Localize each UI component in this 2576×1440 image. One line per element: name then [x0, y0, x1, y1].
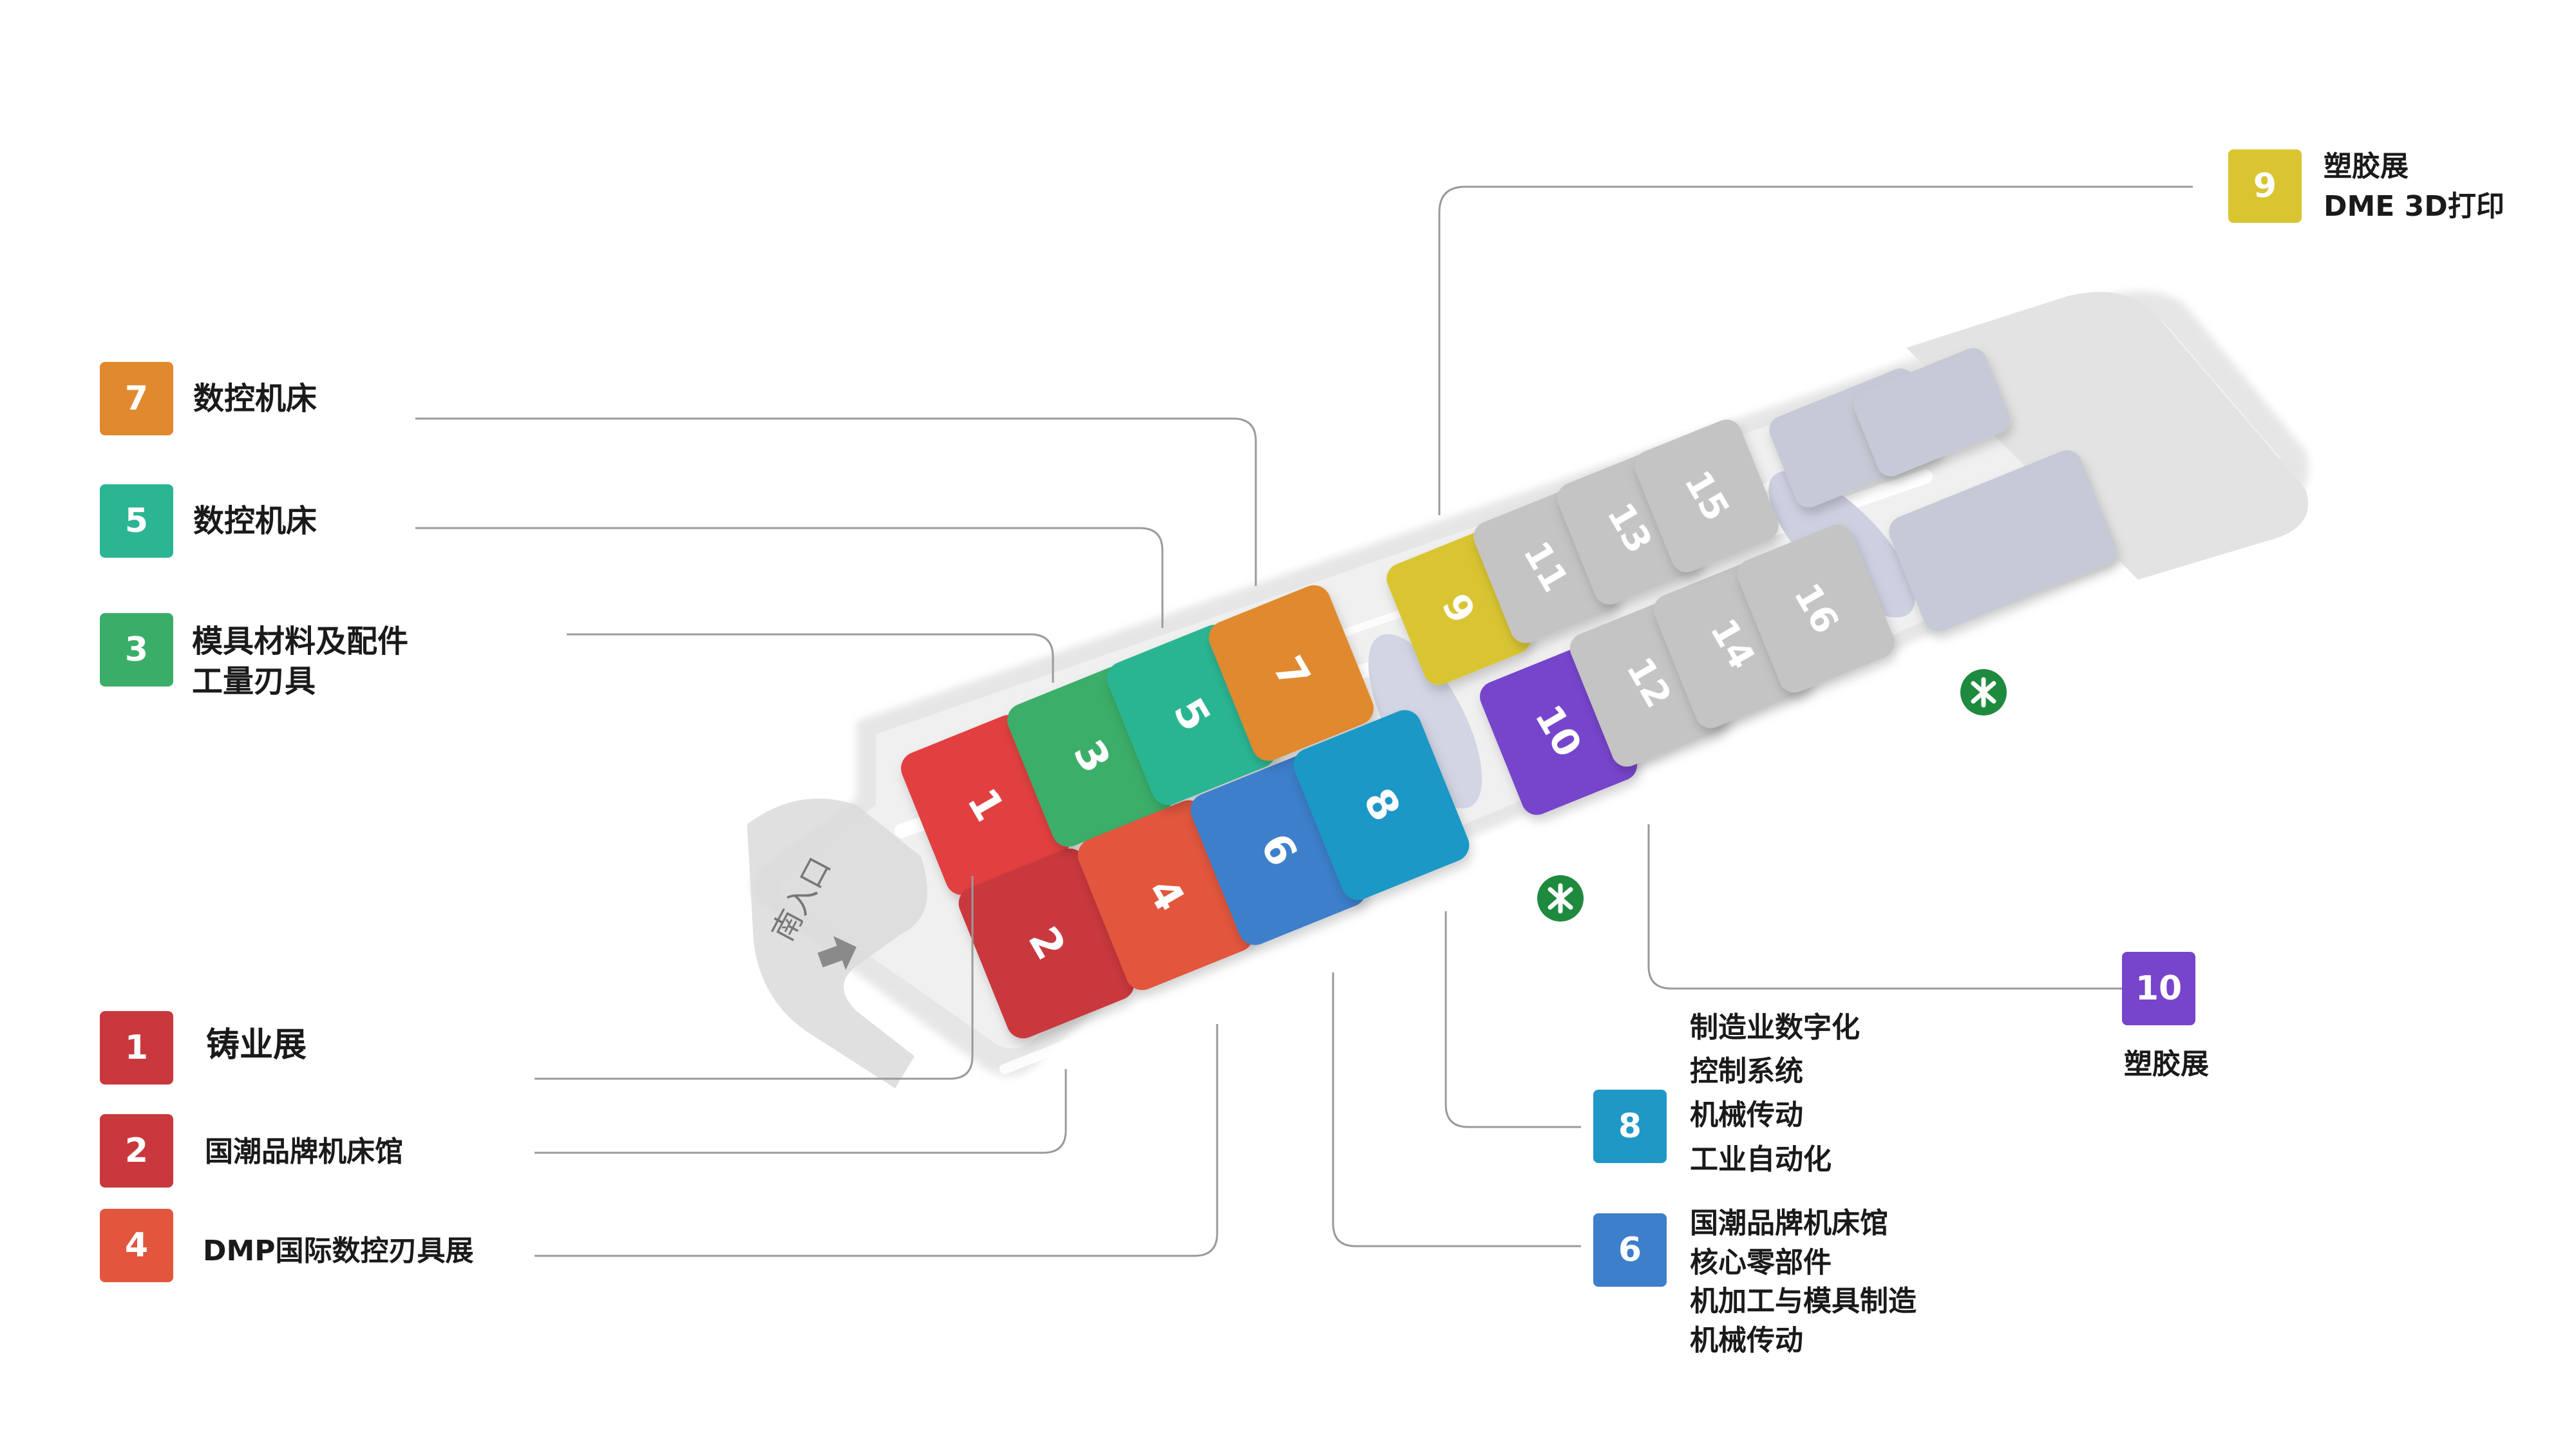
legend-label-3-line-2: 工量刃具 — [192, 663, 316, 700]
legend-badge-3: 3 — [100, 613, 173, 687]
metro-icons — [1537, 669, 2007, 922]
leader-line-8 — [1444, 911, 1581, 1128]
legend-badge-4: 4 — [100, 1209, 173, 1282]
legend-label-3: 模具材料及配件 工量刃具 — [192, 621, 408, 702]
legend-badge-5: 5 — [100, 484, 173, 558]
legend-label-8: 制造业数字化 控制系统 机械传动 工业自动化 — [1690, 1006, 1860, 1182]
leader-line-3 — [567, 633, 1054, 683]
legend-label-8-line-2: 控制系统 — [1690, 1055, 1803, 1088]
legend-label-4-line: DMP国际数控刃具展 — [203, 1235, 474, 1267]
legend-label-5: 数控机床 — [193, 501, 317, 541]
legend-label-8-line-1: 制造业数字化 — [1690, 1011, 1860, 1044]
hall-15-block — [1634, 419, 1779, 573]
legend-label-9: 塑胶展 DME 3D打印 — [2324, 147, 2505, 226]
entrance-arrow-icon — [817, 936, 857, 971]
gray-block-c — [1889, 450, 2117, 632]
legend-label-6-line-1: 国潮品牌机床馆 — [1690, 1207, 1888, 1240]
metro-icon — [1537, 875, 1584, 922]
legend-label-1-line: 铸业展 — [206, 1026, 307, 1065]
leader-line-4 — [535, 1024, 1218, 1257]
hall-7-block — [1209, 585, 1374, 761]
legend-label-7: 数控机床 — [193, 379, 317, 419]
legend-label-7-line: 数控机床 — [193, 381, 317, 417]
legend-label-5-line: 数控机床 — [193, 503, 317, 539]
leader-line-9 — [1438, 185, 2193, 515]
legend-label-4: DMP国际数控刃具展 — [203, 1231, 474, 1271]
leader-line-5 — [415, 527, 1164, 628]
leader-line-10 — [1647, 824, 2125, 990]
legend-label-10: 塑胶展 — [2124, 1045, 2209, 1085]
legend-label-8-line-3: 机械传动 — [1690, 1099, 1803, 1132]
legend-label-6-line-3: 机加工与模具制造 — [1690, 1285, 1917, 1318]
leader-line-6 — [1332, 972, 1581, 1247]
metro-icon — [1960, 669, 2007, 715]
legend-badge-7: 7 — [100, 362, 173, 435]
halls: 1 2 3 4 5 6 7 — [901, 419, 1895, 1039]
legend-label-2-line: 国潮品牌机床馆 — [205, 1135, 403, 1168]
leader-line-2 — [535, 1069, 1067, 1154]
legend-label-2: 国潮品牌机床馆 — [205, 1132, 403, 1172]
legend-label-6: 国潮品牌机床馆 核心零部件 机加工与模具制造 机械传动 — [1690, 1204, 1917, 1361]
leader-line-7 — [415, 417, 1257, 586]
gray-block-b — [1853, 348, 2011, 477]
legend-label-10-line: 塑胶展 — [2124, 1048, 2209, 1081]
leader-line-1 — [535, 876, 974, 1080]
legend-label-8-line-4: 工业自动化 — [1690, 1142, 1832, 1176]
legend-label-6-line-2: 核心零部件 — [1690, 1246, 1832, 1279]
hall-16-block — [1737, 524, 1895, 693]
hall-2-block — [958, 848, 1135, 1039]
legend-label-9-line-2: DME 3D打印 — [2324, 189, 2505, 223]
legend-badge-1: 1 — [100, 1011, 173, 1085]
legend-badge-6: 6 — [1593, 1213, 1667, 1287]
gray-blocks — [1769, 348, 2117, 632]
legend-badge-10: 10 — [2122, 952, 2195, 1025]
legend-badge-8: 8 — [1593, 1090, 1667, 1163]
legend-label-3-line-1: 模具材料及配件 — [192, 623, 409, 659]
legend-label-6-line-4: 机械传动 — [1690, 1324, 1803, 1358]
legend-label-9-line-1: 塑胶展 — [2324, 150, 2409, 183]
leader-lines — [415, 185, 2193, 1257]
legend-badge-2: 2 — [100, 1114, 173, 1188]
legend-label-1: 铸业展 — [206, 1024, 307, 1068]
hall-8-block — [1293, 710, 1470, 900]
legend-badge-9: 9 — [2228, 149, 2302, 223]
plaza-ellipse-left — [1368, 634, 1482, 809]
